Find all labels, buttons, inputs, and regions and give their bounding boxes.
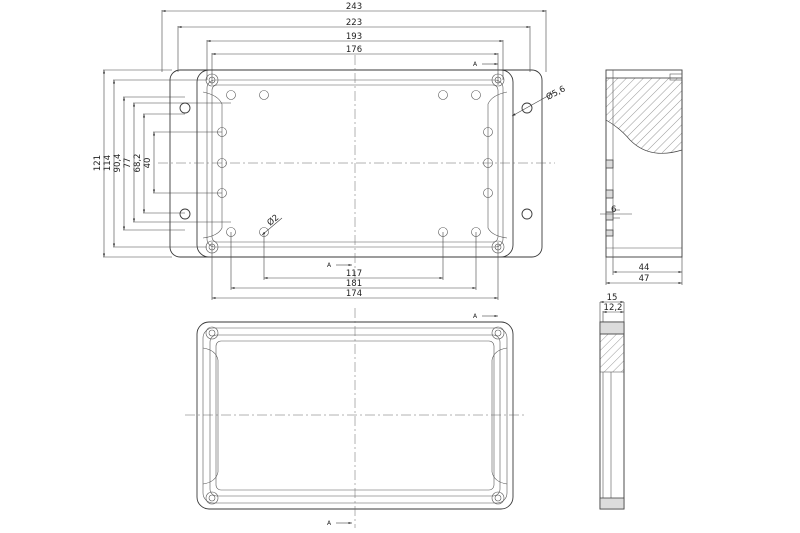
dim-44: 44 <box>639 263 650 273</box>
dim-12-2: 12,2 <box>604 303 623 313</box>
mounting-flange <box>169 69 543 258</box>
lid-view: A A <box>185 308 525 528</box>
dim-193: 193 <box>346 32 362 42</box>
side-section-view: 6 44 47 <box>600 69 683 285</box>
dim-174: 174 <box>346 289 362 299</box>
side-hatch-region <box>605 77 683 154</box>
dim-15: 15 <box>607 293 618 303</box>
flange-holes <box>179 102 533 220</box>
dim-68-2: 68,2 <box>133 154 143 173</box>
top-view: 243 223 193 176 121 114 90,4 77 68,2 40 <box>93 2 567 300</box>
dim-243: 243 <box>346 2 362 12</box>
lid-side-hatch <box>599 333 625 373</box>
hole-large-label: Ø5,6 <box>544 83 567 102</box>
dim-181: 181 <box>346 279 362 289</box>
dim-90-4: 90,4 <box>113 154 123 173</box>
bottom-dimensions: 117 181 174 <box>211 232 499 300</box>
height-dimensions: 121 114 90,4 77 68,2 40 <box>93 69 231 258</box>
dim-121: 121 <box>93 155 103 171</box>
corner-bosses <box>202 73 508 254</box>
dim-47: 47 <box>639 274 650 284</box>
dim-117: 117 <box>346 269 362 279</box>
dim-77: 77 <box>123 158 133 169</box>
section-marker-lid-bottom: A <box>327 520 332 527</box>
dim-40: 40 <box>143 158 153 169</box>
section-marker-top: A <box>473 61 478 68</box>
lid-corner-screws <box>202 326 508 505</box>
section-marker-mid: A <box>327 262 332 269</box>
section-marker-lid-top: A <box>473 313 478 320</box>
dim-176: 176 <box>346 45 362 55</box>
dim-114: 114 <box>103 155 113 171</box>
dim-6: 6 <box>611 205 616 215</box>
dim-223: 223 <box>346 18 362 28</box>
hole-small-label: Ø2 <box>265 212 281 228</box>
width-dimensions: 243 223 193 176 <box>161 2 547 85</box>
lid-side-section-view: 15 12,2 <box>599 293 625 510</box>
